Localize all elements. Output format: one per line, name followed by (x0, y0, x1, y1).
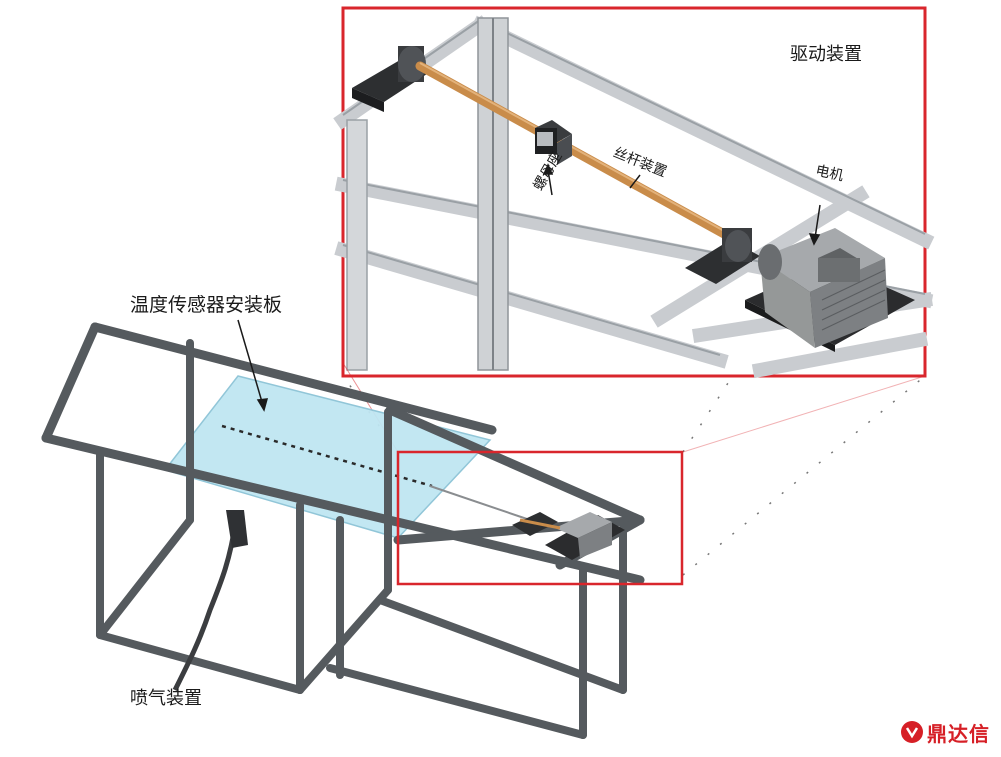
spray-nozzle (172, 510, 248, 692)
motor-unit (745, 228, 915, 352)
frame-rails (41, 322, 645, 585)
guide-rod (429, 485, 531, 521)
right-bearing-block (685, 228, 760, 284)
label-sensor-plate: 温度传感器安装板 (130, 294, 283, 316)
drive-detail-inset (333, 6, 935, 379)
watermark: 鼎达信 (900, 719, 990, 746)
drive-highlight-box (396, 450, 684, 586)
label-drive-device: 驱动装置 (790, 44, 862, 65)
frame-legs (96, 339, 627, 739)
inset-frame-profiles (333, 15, 935, 379)
nut-seat-block (535, 120, 572, 165)
inset-post-left (346, 119, 368, 371)
drive-assembly-small (512, 512, 625, 560)
lead-screw (415, 61, 740, 245)
watermark-logo-icon (901, 721, 923, 743)
frame-bottom-rails (96, 516, 627, 739)
main-frame (41, 319, 684, 739)
label-spray-device: 喷气装置 (130, 688, 202, 709)
left-bearing-block (352, 46, 430, 112)
watermark-text: 鼎达信 (927, 721, 990, 746)
